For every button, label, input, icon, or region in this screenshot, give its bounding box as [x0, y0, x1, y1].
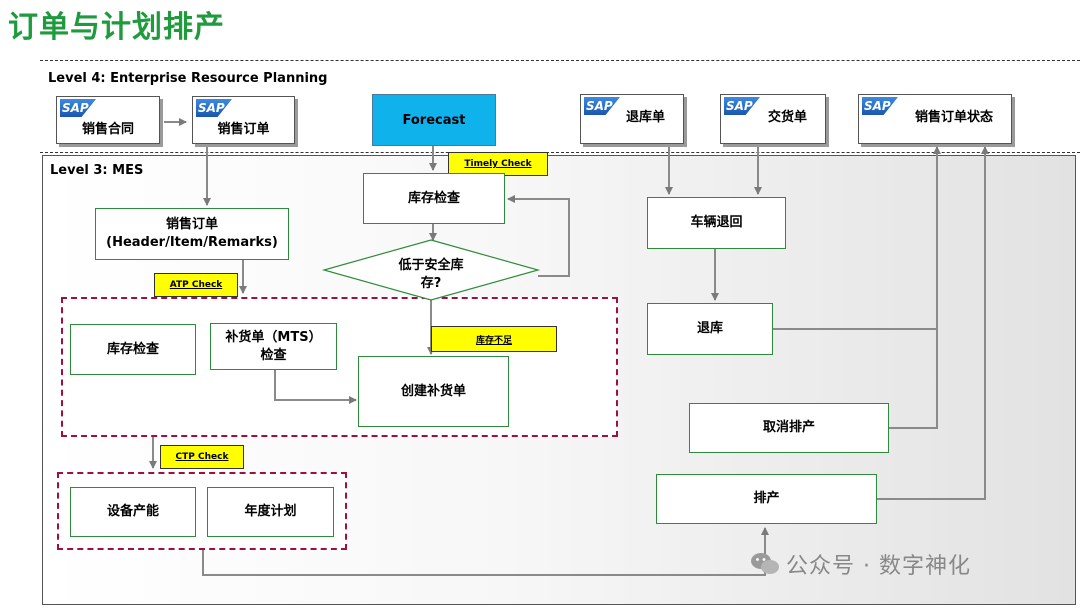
replenish-check-line2: 检查: [260, 347, 287, 363]
level3-label: Level 3: MES: [50, 163, 144, 178]
arrow-return-to-status: [773, 146, 941, 330]
atp-check-tag: ATP Check: [154, 273, 238, 297]
sap-logo-icon: SAP: [60, 99, 96, 117]
sap-logo-icon: SAP: [584, 97, 620, 115]
arrow-schedule-to-status: [877, 146, 989, 500]
mes-sales-order-title: 销售订单: [165, 217, 218, 233]
arrow-replenish-to-create: [274, 370, 357, 404]
replenish-check-line1: 补货单（MTS）: [225, 329, 322, 345]
sap-sales-contract-box[interactable]: SAP 销售合同: [56, 96, 160, 144]
wechat-icon: [751, 553, 779, 574]
replenish-check-box[interactable]: 补货单（MTS） 检查: [210, 323, 337, 370]
sap-logo-icon: SAP: [724, 97, 760, 115]
cancel-schedule-box[interactable]: 取消排产: [689, 403, 889, 453]
schedule-box[interactable]: 排产: [656, 474, 877, 524]
return-stock-box[interactable]: 退库: [647, 303, 773, 355]
safety-stock-decision: [321, 239, 541, 301]
diamond-line-1: 低于安全库: [398, 258, 464, 273]
create-replenish-box[interactable]: 创建补货单: [358, 356, 509, 427]
page-title: 订单与计划排产: [8, 10, 225, 45]
forecast-box[interactable]: Forecast: [372, 94, 496, 146]
sap-sales-order-box[interactable]: SAP 销售订单: [192, 96, 295, 144]
sales-order-label: 销售订单: [217, 122, 270, 137]
sap-sales-order-status-box[interactable]: SAP 销售订单状态: [858, 94, 1012, 144]
level4-top-divider: [40, 60, 1080, 61]
stock-short-tag: 库存不足: [431, 326, 557, 352]
annual-plan-box[interactable]: 年度计划: [207, 487, 334, 537]
safety-stock-question: 低于安全库 存?: [371, 257, 491, 292]
inventory-check-top-box[interactable]: 库存检查: [363, 173, 505, 224]
watermark-text: 公众号 · 数字神化: [786, 554, 971, 579]
level4-label: Level 4: Enterprise Resource Planning: [48, 71, 328, 86]
inventory-check-box[interactable]: 库存检查: [70, 324, 196, 375]
return-doc-label: 退库单: [625, 110, 665, 125]
level3-divider: [40, 152, 1080, 153]
sap-return-doc-box[interactable]: SAP 退库单: [580, 94, 684, 144]
sap-delivery-doc-box[interactable]: SAP 交货单: [720, 94, 826, 144]
diamond-line-2: 存?: [420, 275, 442, 291]
mes-sales-order-subtitle: (Header/Item/Remarks): [106, 235, 278, 250]
timely-check-tag: Timely Check: [448, 152, 548, 176]
watermark: 公众号 · 数字神化: [750, 548, 971, 580]
sap-logo-icon: SAP: [862, 97, 898, 115]
sap-logo-icon: SAP: [196, 99, 232, 117]
mes-sales-order-box[interactable]: 销售订单 (Header/Item/Remarks): [95, 208, 289, 260]
ctp-check-tag: CTP Check: [160, 445, 244, 469]
delivery-doc-label: 交货单: [767, 110, 807, 125]
sales-order-status-label: 销售订单状态: [914, 110, 993, 125]
vehicle-return-box[interactable]: 车辆退回: [647, 197, 786, 249]
arrow-ctp-to-schedule: [202, 527, 769, 576]
sales-contract-label: 销售合同: [81, 122, 134, 137]
arrow-diamond-loop: [507, 195, 570, 277]
equipment-capacity-box[interactable]: 设备产能: [70, 487, 196, 537]
